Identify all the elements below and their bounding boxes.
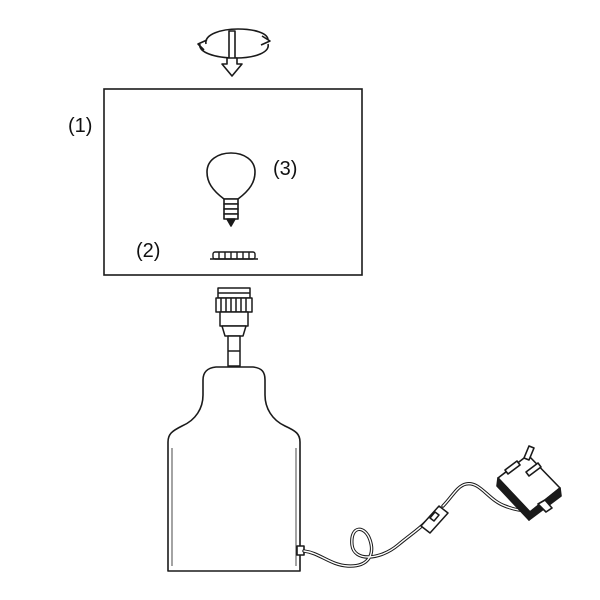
- light-bulb-icon: [206, 152, 256, 227]
- callout-ring-label: (2): [136, 240, 161, 262]
- callout-shade-label: (1): [68, 115, 93, 137]
- uk-plug-icon: [496, 445, 562, 521]
- bulb-socket: [215, 287, 253, 367]
- callout-bulb-label: (3): [273, 158, 298, 180]
- lamp-base: [167, 366, 305, 572]
- inline-switch-icon: [420, 505, 449, 534]
- shade-ring: [210, 251, 258, 260]
- rotate-and-lower-icon: [197, 28, 271, 77]
